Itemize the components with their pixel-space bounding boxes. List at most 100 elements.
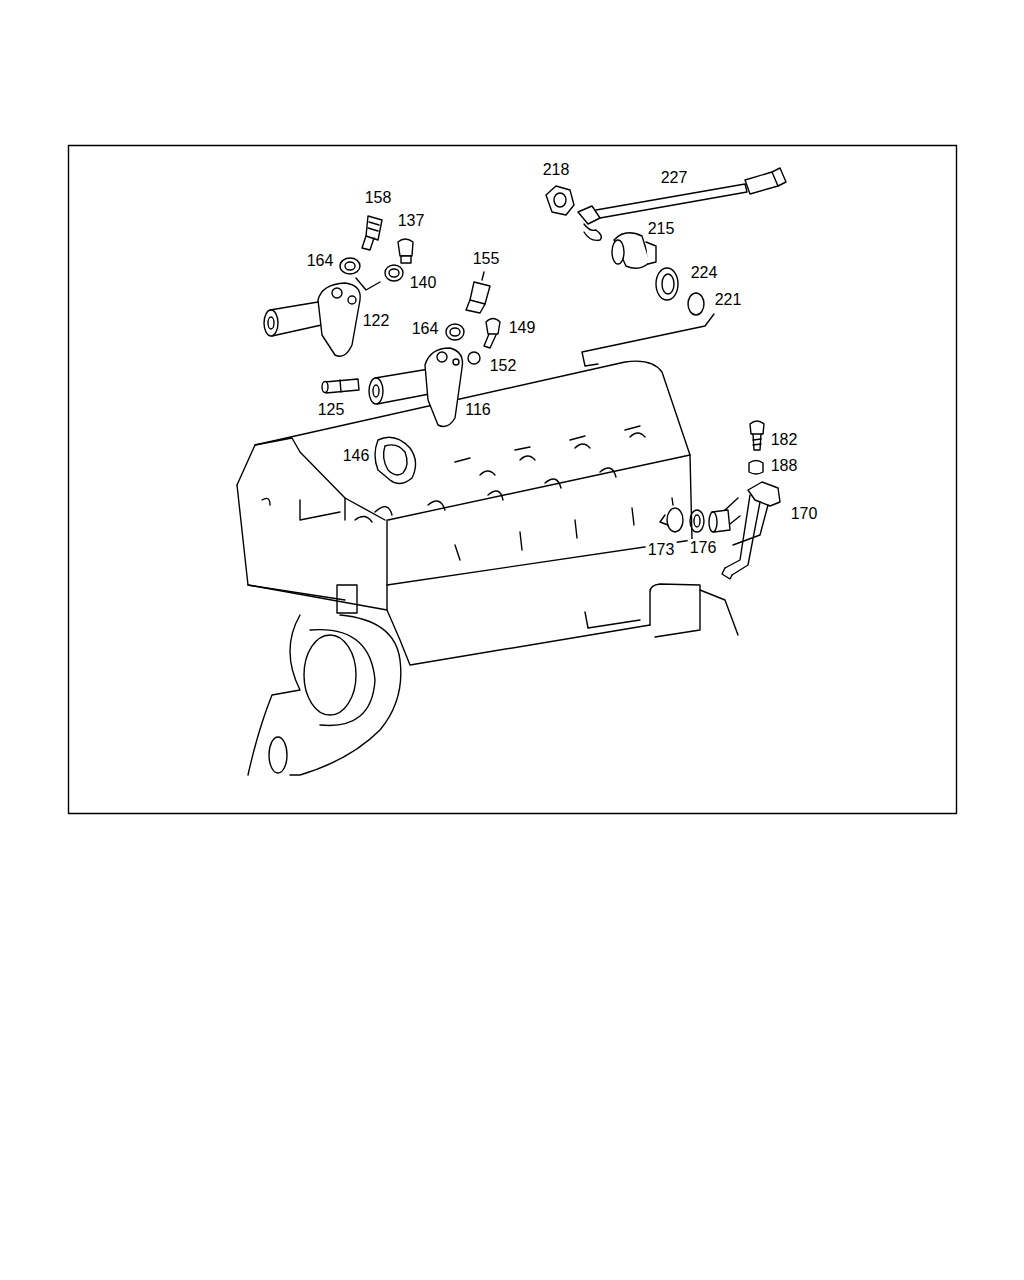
callout-number: 164 xyxy=(410,320,441,338)
washer-188 xyxy=(749,461,763,475)
engine-block xyxy=(575,520,577,538)
cable-227 xyxy=(578,168,786,240)
oil-pipe-170 xyxy=(722,568,732,579)
seal-ring xyxy=(468,352,480,364)
engine-block xyxy=(455,458,470,462)
water-pipe-122 xyxy=(264,310,278,336)
engine-block xyxy=(375,507,392,515)
seal-ring xyxy=(389,269,399,277)
seal-ring-176 xyxy=(694,515,700,527)
sensor-155 xyxy=(466,272,490,313)
plug-137 xyxy=(401,256,411,263)
engine-block xyxy=(337,585,357,613)
engine-block xyxy=(600,468,616,477)
engine-block xyxy=(520,456,535,460)
oil-pipe-170 xyxy=(732,502,760,575)
seal-ring xyxy=(446,324,464,340)
engine-block xyxy=(700,590,738,635)
engine-block xyxy=(237,485,387,610)
o-ring-221 xyxy=(688,293,704,315)
water-pipe-116 xyxy=(369,378,383,404)
callout-number: 146 xyxy=(341,447,372,465)
hose-clamp-173 xyxy=(672,498,673,505)
water-pipe-116 xyxy=(373,385,379,397)
engine-block xyxy=(585,612,640,628)
callout-number: 155 xyxy=(471,250,502,268)
frame xyxy=(69,146,957,814)
engine-block xyxy=(300,452,345,520)
callout-number: 215 xyxy=(646,220,677,238)
water-pipe-122 xyxy=(332,288,342,298)
nut-218 xyxy=(554,193,566,207)
engine-block xyxy=(632,508,634,525)
callout-number: 122 xyxy=(361,312,392,330)
callout-number: 188 xyxy=(769,457,800,475)
gasket-146 xyxy=(375,437,416,483)
seal-ring xyxy=(385,265,403,281)
seal-ring xyxy=(450,328,460,336)
plug-137 xyxy=(398,239,413,256)
callout-number: 218 xyxy=(541,161,572,179)
callout-number: 149 xyxy=(507,319,538,337)
o-ring-221 xyxy=(688,293,704,315)
seal-ring-176 xyxy=(690,510,704,532)
hose-clamp-173 xyxy=(660,498,683,532)
nut-218 xyxy=(546,186,574,215)
callout-number: 152 xyxy=(488,357,519,375)
seal-ring-176 xyxy=(690,510,704,532)
engine-block xyxy=(515,447,530,450)
water-pipe-122 xyxy=(348,296,356,304)
cable-227 xyxy=(596,184,747,218)
engine-block xyxy=(237,438,300,485)
gasket-146 xyxy=(384,445,408,475)
callout-number: 227 xyxy=(659,169,690,187)
nut-218 xyxy=(546,186,574,215)
sensor-158 xyxy=(362,236,374,250)
bolt-149 xyxy=(484,334,496,348)
bolt-182 xyxy=(753,444,761,445)
seal-ring-224 xyxy=(656,268,678,300)
engine-block xyxy=(300,500,340,520)
bolt-149 xyxy=(484,319,500,349)
engine-block xyxy=(570,436,585,440)
bolt-182 xyxy=(753,434,761,450)
callout-number: 158 xyxy=(363,189,394,207)
engine-block xyxy=(248,615,300,775)
bolt-149 xyxy=(486,319,500,335)
pipe-125 xyxy=(340,380,341,392)
engine-block xyxy=(545,479,561,488)
engine-block xyxy=(290,615,401,775)
engine-block xyxy=(575,444,590,448)
bolt-182 xyxy=(753,439,761,440)
callout-number: 170 xyxy=(789,505,820,523)
engine-block xyxy=(255,361,690,520)
callout-number: 173 xyxy=(646,541,677,559)
callout-number: 125 xyxy=(316,401,347,419)
seal-ring xyxy=(345,262,355,270)
seal-ring xyxy=(340,258,480,364)
sender-215 xyxy=(612,233,656,268)
engine-block xyxy=(625,426,640,430)
engine-block xyxy=(387,455,692,585)
callout-number: 224 xyxy=(689,264,720,282)
seal-ring-224 xyxy=(662,274,674,294)
seal-ring-224 xyxy=(656,268,678,300)
leader-line xyxy=(582,314,714,366)
engine-block xyxy=(455,545,460,560)
cable-227 xyxy=(578,206,600,224)
plug-137 xyxy=(398,239,413,263)
callout-number: 182 xyxy=(769,431,800,449)
sender-215 xyxy=(612,240,624,264)
callout-number: 221 xyxy=(713,291,744,309)
callout-number: 164 xyxy=(305,252,336,270)
oil-pipe-170 xyxy=(733,505,768,545)
water-pipe-122 xyxy=(318,283,360,356)
oil-pipe-170 xyxy=(748,482,780,506)
engine-block xyxy=(520,532,522,550)
water-pipe-116 xyxy=(369,348,463,426)
engine-block xyxy=(428,501,445,510)
leader-line xyxy=(356,278,380,290)
